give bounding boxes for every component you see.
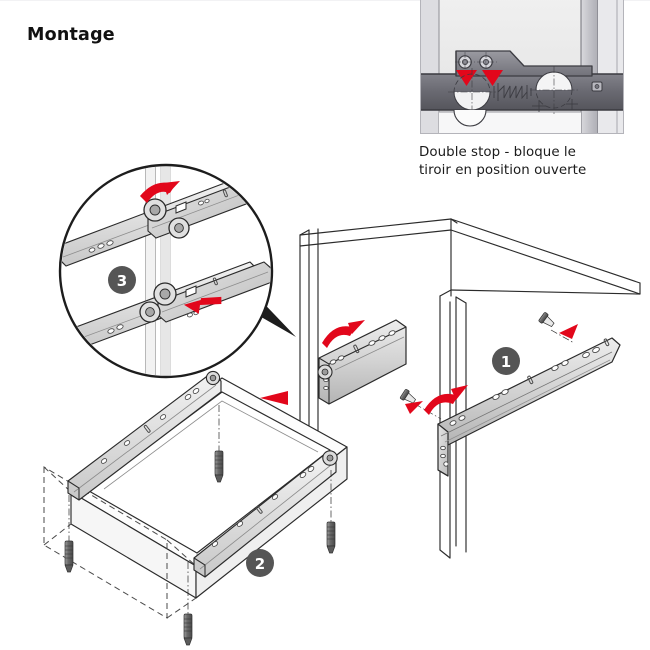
step-badge-2: 2 xyxy=(246,549,274,577)
step1-screw-upper xyxy=(538,312,575,344)
caption-line-1: Double stop - bloque le xyxy=(419,145,576,160)
cabinet-mounted-rail xyxy=(317,319,407,405)
drawer-rail-right xyxy=(193,450,338,578)
cabinet-rail-red-arrow xyxy=(322,320,365,348)
page-trim-line xyxy=(0,0,650,1)
magnifier-arrow-lower xyxy=(183,296,222,314)
step-badge-3: 3 xyxy=(108,266,136,294)
plate-hole-group xyxy=(455,52,498,73)
step-badge-2-label: 2 xyxy=(255,555,265,573)
crosshair-marks xyxy=(532,99,578,112)
magnifier-upper-rail xyxy=(61,177,263,267)
drawer-rail-left xyxy=(67,370,222,501)
step-badge-1: 1 xyxy=(492,347,520,375)
drawer-direction-arrow xyxy=(260,391,288,405)
step1-cabinet-rail-loose xyxy=(437,337,621,477)
magnifier-callout: 3 xyxy=(58,163,296,379)
double-stop-caption: Double stop - bloque le tiroir en positi… xyxy=(419,144,634,179)
caption-line-2: tiroir en position ouverte xyxy=(419,162,587,178)
step1-screw-lower xyxy=(399,389,442,420)
double-stop-detail-figure xyxy=(420,0,624,134)
spring-mechanism xyxy=(493,83,532,101)
magnifier-arrow-upper xyxy=(140,181,180,203)
page-title: Montage xyxy=(27,25,115,45)
step-badge-1-label: 1 xyxy=(501,353,511,371)
step1-red-arrows xyxy=(405,324,578,415)
drawer-box xyxy=(43,370,348,619)
step-badge-3-label: 3 xyxy=(117,272,127,290)
step2-screws xyxy=(64,405,336,646)
detail-photo-body xyxy=(420,0,624,134)
right-pin xyxy=(591,81,603,92)
